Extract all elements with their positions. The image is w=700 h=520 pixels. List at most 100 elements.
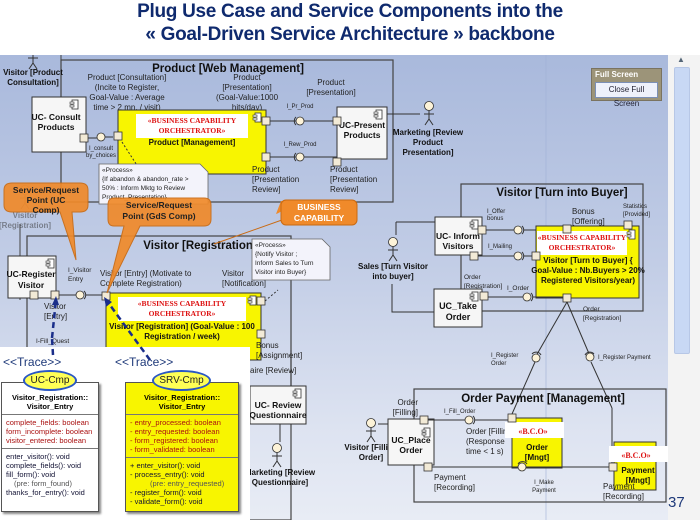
interface-i-mailing[interactable]: I_Mailing	[488, 244, 525, 261]
label-visitor-notification: Visitor[Notification]	[222, 269, 266, 288]
trace-label-uc: <<Trace>>	[3, 355, 62, 369]
label-bonus-assignment: Bonus[Assignment]	[256, 341, 302, 360]
tag-srv-cmp: SRV-Cmp	[152, 370, 211, 391]
interface-i-rew-prod[interactable]: I_Rew_Prod	[283, 142, 317, 162]
title-line-2: « Goal-Driven Service Architecture » bac…	[145, 24, 555, 45]
svg-text:Visitor [Turn to Buyer] {Goal-: Visitor [Turn to Buyer] {Goal-Value : Nb…	[531, 256, 645, 285]
svg-text:Product [Consultation](Incite: Product [Consultation](Incite to Registe…	[88, 73, 167, 112]
package-registration-title: Visitor [Registration]	[143, 240, 257, 252]
svg-text:Product[Presentation](Goal-Val: Product[Presentation](Goal-Value:1000hit…	[216, 73, 279, 112]
actor-visitor-registration[interactable]: Visitor[Registration]	[0, 185, 51, 231]
interface-i-pr-prod[interactable]: I_Pr_Prod	[286, 104, 314, 126]
interface-i-fill-order[interactable]: I_Fill_Order	[444, 409, 475, 425]
scroll-up-icon[interactable]: ▲	[677, 55, 685, 64]
tag-uc-cmp: UC-Cmp	[23, 370, 77, 391]
scrollbar-thumb[interactable]	[674, 67, 690, 354]
package-buyer-title: Visitor [Turn into Buyer]	[496, 187, 627, 199]
svg-text:«Process»{Notify Visitor ;Info: «Process»{Notify Visitor ;Inform Sales t…	[255, 242, 314, 276]
orchestrator-payment[interactable]: «B.C.O» Payment[Mngt]	[608, 441, 668, 491]
label-order-filling: Order[Filling]	[393, 398, 419, 417]
svg-text:I_Fill_Order: I_Fill_Order	[444, 409, 475, 415]
svg-text:Payment[Recording]: Payment[Recording]	[434, 473, 475, 492]
label-payment-recording-2: Payment[Recording]	[603, 482, 644, 501]
class-srv-visitor-entry[interactable]: Visitor_Registration::Visitor_Entry - en…	[125, 382, 239, 512]
svg-text:Order[Registration]: Order[Registration]	[464, 274, 502, 290]
full-screen-panel: Full Screen Close Full Screen	[591, 68, 662, 108]
interface-i-register-payment[interactable]: I_Register Payment	[584, 351, 651, 362]
package-order-payment-title: Order Payment [Management]	[461, 393, 625, 405]
orchestrator-order[interactable]: «B.C.O» Order[Mngt]	[505, 413, 564, 469]
label-payment-recording-1: Payment[Recording]	[434, 473, 475, 492]
interface-i-order[interactable]: I_Order	[507, 285, 534, 302]
vertical-scrollbar[interactable]: ▲	[668, 55, 700, 520]
svg-text:I_Pr_Prod: I_Pr_Prod	[286, 104, 313, 110]
package-product-title: Product [Web Management]	[152, 63, 304, 75]
close-full-screen-button[interactable]: Close Full Screen	[595, 82, 658, 108]
label-questionnaire-review: aire [Review]	[250, 366, 296, 375]
svg-text:Order[Filling]: Order[Filling]	[393, 398, 419, 417]
svg-text:Product[Presentation]: Product[Presentation]	[306, 78, 355, 97]
label-statistics: Statistics[Provided]	[623, 204, 650, 218]
title-line-1: Plug Use Case and Service Components int…	[137, 1, 563, 22]
svg-text:I_Mailing: I_Mailing	[488, 244, 512, 250]
svg-text:Order[Mngt]: Order[Mngt]	[525, 443, 550, 462]
label-bonus-offering: Bonus[Offering]	[572, 207, 605, 226]
full-screen-header: Full Screen	[595, 70, 639, 79]
svg-text:Visitor [Registration] (Goal-V: Visitor [Registration] (Goal-Value : 100…	[109, 322, 255, 341]
svg-text:«B.C.O»: «B.C.O»	[621, 451, 650, 460]
diagram-canvas: Product [Web Management] Visitor [Produc…	[0, 55, 668, 520]
label-visitor-entry: Visitor[Entry]	[44, 302, 67, 321]
label-order-registration-2: Order[Registration]	[583, 306, 621, 322]
class-uc-visitor-entry[interactable]: Visitor_Registration::Visitor_Entry comp…	[1, 382, 99, 512]
svg-text:Bonus[Assignment]: Bonus[Assignment]	[256, 341, 302, 360]
svg-text:Bonus[Offering]: Bonus[Offering]	[572, 207, 605, 226]
svg-text:Visitor[Registration]: Visitor[Registration]	[0, 211, 51, 230]
svg-text:Payment[Mngt]: Payment[Mngt]	[621, 466, 655, 485]
trace-label-srv: <<Trace>>	[115, 355, 174, 369]
note-process-notify[interactable]: «Process»{Notify Visitor ;Inform Sales t…	[251, 238, 331, 281]
label-order-registration-1: Order[Registration]	[464, 274, 502, 290]
